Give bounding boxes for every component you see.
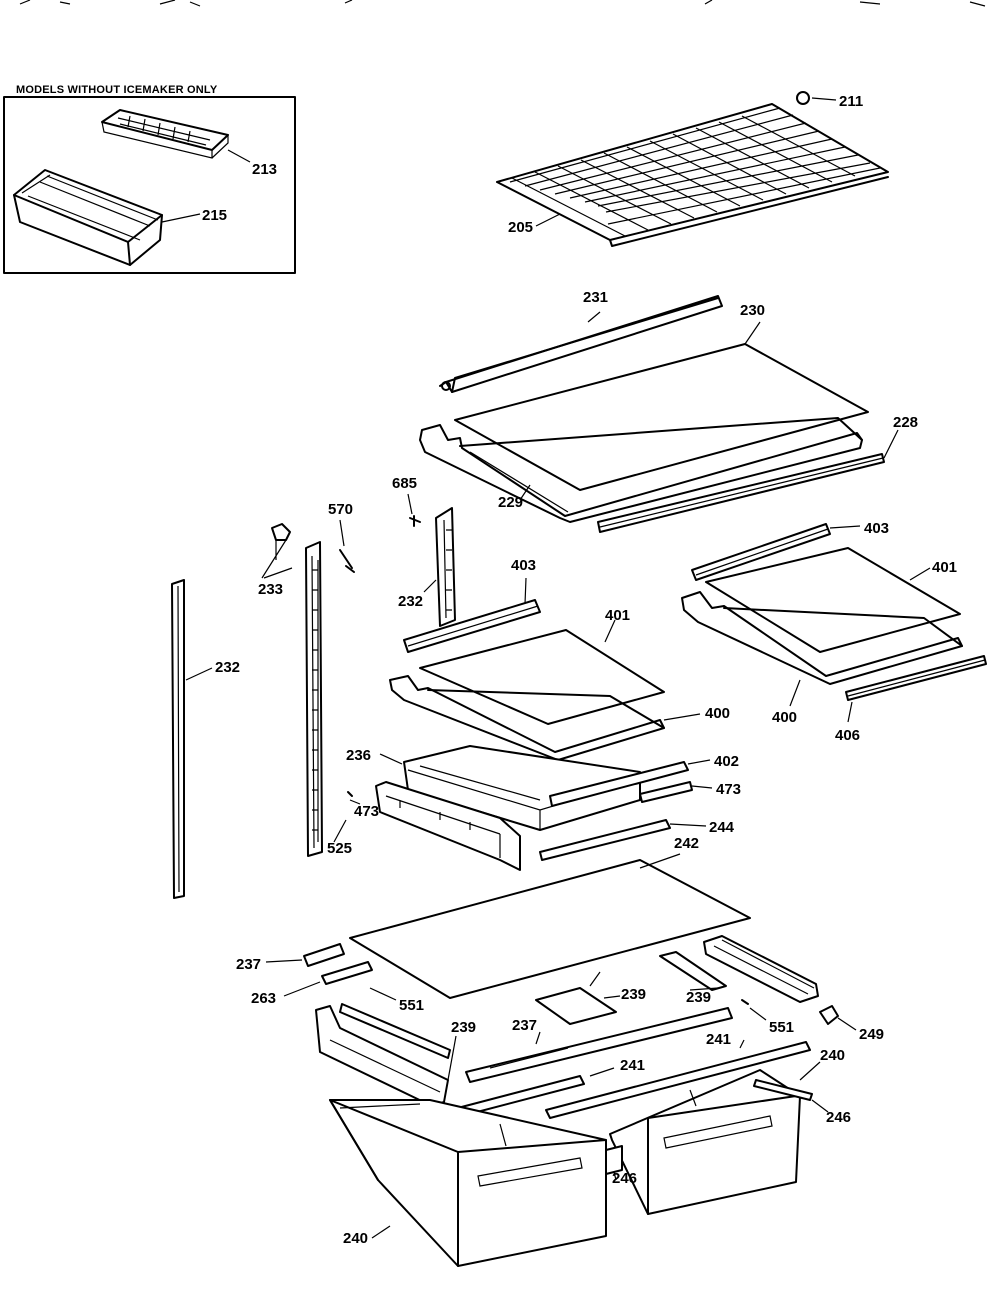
label-401-center: 401 xyxy=(605,607,630,624)
label-406: 406 xyxy=(835,727,860,744)
inset-panel: MODELS WITHOUT ICEMAKER ONLY xyxy=(3,84,296,274)
slide-rail-right xyxy=(703,935,819,1003)
ice-bucket-215 xyxy=(13,169,163,266)
drawer-frame-239-left xyxy=(315,1003,457,1107)
slide-rail-239-right xyxy=(659,951,727,991)
part-labels: 211 213 215 205 231 230 228 229 685 570 … xyxy=(202,93,957,1247)
shelf-clip-211 xyxy=(796,91,810,105)
label-215: 215 xyxy=(202,207,227,224)
wire-shelf-grid xyxy=(509,107,881,237)
label-246-right: 246 xyxy=(826,1109,851,1126)
rail-232-short xyxy=(423,507,456,627)
glass-shelf-401-center xyxy=(419,619,665,725)
shelf-frame-231 xyxy=(439,295,723,393)
label-244: 244 xyxy=(709,819,735,836)
label-205: 205 xyxy=(508,219,533,236)
rail-232-long xyxy=(171,579,213,899)
bracket-233 xyxy=(261,523,293,579)
rail-237-lower xyxy=(465,1007,733,1083)
label-241-left: 241 xyxy=(620,1057,645,1074)
shelf-frame-403-right xyxy=(691,523,861,581)
label-231: 231 xyxy=(583,289,608,306)
label-239-right: 239 xyxy=(686,989,711,1006)
rail-241-right xyxy=(545,1039,811,1119)
label-237-left: 237 xyxy=(236,956,261,973)
label-473-left: 473 xyxy=(354,803,379,820)
label-241-right: 241 xyxy=(706,1031,731,1048)
label-551-right: 551 xyxy=(769,1019,794,1036)
label-403-center: 403 xyxy=(511,557,536,574)
leader-205 xyxy=(535,213,561,227)
handle-246-right xyxy=(753,1079,829,1113)
leader-213 xyxy=(227,149,251,163)
rail-473-right xyxy=(639,781,713,803)
inset-border xyxy=(3,96,296,274)
wire-shelf-205 xyxy=(496,91,889,247)
label-551-left: 551 xyxy=(399,997,424,1014)
leader-215 xyxy=(161,213,201,223)
label-473-right: 473 xyxy=(716,781,741,798)
label-400-center: 400 xyxy=(705,705,730,722)
label-237-lower: 237 xyxy=(512,1017,537,1034)
label-228: 228 xyxy=(893,414,918,431)
screw-551-left xyxy=(369,987,397,1001)
screw-685 xyxy=(407,493,421,527)
label-240-right: 240 xyxy=(820,1047,845,1064)
label-233: 233 xyxy=(258,581,283,598)
handle-246-left xyxy=(605,1145,623,1181)
label-402: 402 xyxy=(714,753,739,770)
screw-551-right xyxy=(741,999,767,1021)
label-570: 570 xyxy=(328,501,353,518)
shelf-trim-406 xyxy=(845,655,987,723)
screw-570 xyxy=(339,519,355,573)
shelf-frame-229 xyxy=(419,417,863,523)
top-edge-marks xyxy=(19,0,986,7)
label-211: 211 xyxy=(839,93,863,110)
label-403-right: 403 xyxy=(864,520,889,537)
rail-232-center xyxy=(305,541,323,857)
glass-shelf-230 xyxy=(454,321,869,491)
ice-tray-213 xyxy=(101,109,229,159)
label-230: 230 xyxy=(740,302,765,319)
bracket-263 xyxy=(283,961,373,997)
shelf-trim-228 xyxy=(597,429,899,533)
frame-drawer-support xyxy=(375,781,521,871)
inset-title: MODELS WITHOUT ICEMAKER ONLY xyxy=(16,84,218,96)
label-685: 685 xyxy=(392,475,417,492)
label-240-left: 240 xyxy=(343,1230,368,1247)
glass-shelf-242 xyxy=(349,853,751,999)
label-213: 213 xyxy=(252,161,277,178)
crisper-pan-240-right xyxy=(609,1061,821,1215)
crisper-pan-240-left xyxy=(329,1099,607,1267)
label-400-right: 400 xyxy=(772,709,797,726)
shelf-frame-400-right xyxy=(681,591,963,707)
bracket-237-left xyxy=(265,943,345,967)
label-239-center: 239 xyxy=(621,986,646,1003)
label-242: 242 xyxy=(674,835,699,852)
clip-249 xyxy=(819,1005,857,1031)
slide-support-239-center xyxy=(535,971,621,1025)
label-246-left: 246 xyxy=(612,1170,637,1187)
rail-402 xyxy=(549,759,711,807)
glass-shelf-401-right xyxy=(705,547,961,653)
label-232-long: 232 xyxy=(215,659,240,676)
label-232-short: 232 xyxy=(398,593,423,610)
rail-244 xyxy=(539,819,707,861)
label-401-right: 401 xyxy=(932,559,957,576)
leader-211 xyxy=(811,97,837,101)
screw-473-left xyxy=(333,791,361,843)
shelf-frame-403-center xyxy=(403,577,541,653)
shelf-frame-400-center xyxy=(389,675,701,761)
label-239-left: 239 xyxy=(451,1019,476,1036)
label-263: 263 xyxy=(251,990,276,1007)
label-229: 229 xyxy=(498,494,523,511)
label-236: 236 xyxy=(346,747,371,764)
label-249: 249 xyxy=(859,1026,884,1043)
label-525: 525 xyxy=(327,840,352,857)
